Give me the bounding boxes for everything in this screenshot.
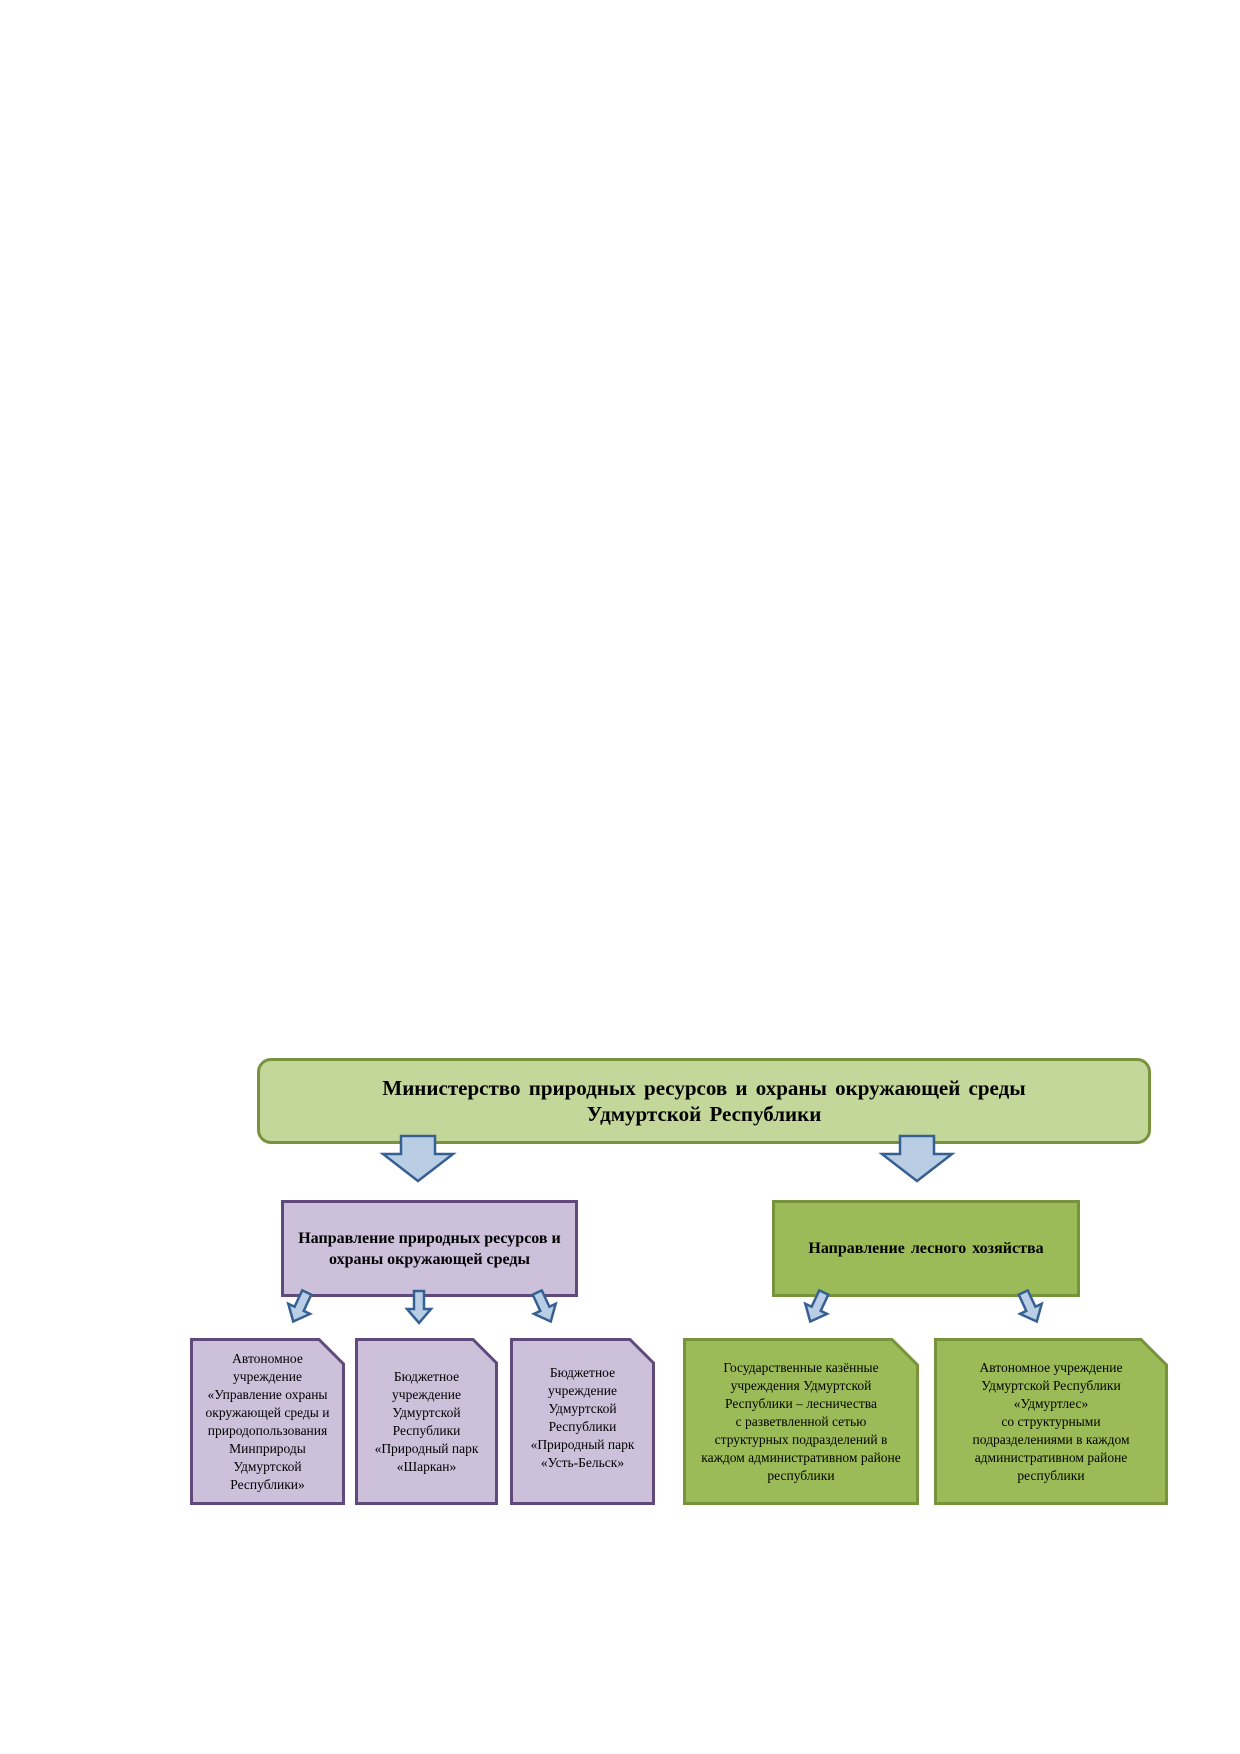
institution-au-udmurtles: Автономное учреждение Удмуртской Республ… bbox=[934, 1338, 1168, 1505]
arrow-down-left-icon bbox=[803, 1288, 831, 1324]
arrow-down-icon bbox=[379, 1134, 457, 1183]
institution-gku-forestry: Государственные казённые учреждения Удму… bbox=[683, 1338, 919, 1505]
institution-au-management-label: Автономное учреждение «Управление охраны… bbox=[205, 1350, 330, 1492]
folded-card-shape bbox=[683, 1338, 919, 1505]
folded-card-shape bbox=[510, 1338, 655, 1505]
institution-bu-sharkan-label: Бюджетное учреждение Удмуртской Республи… bbox=[374, 1368, 479, 1474]
arrow-down-right-icon bbox=[1016, 1288, 1044, 1324]
institution-gku-forestry-label: Государственные казённые учреждения Удму… bbox=[701, 1359, 901, 1483]
institution-bu-ust-belsk-label: Бюджетное учреждение Удмуртской Республи… bbox=[530, 1365, 635, 1470]
institution-bu-ust-belsk: Бюджетное учреждение Удмуртской Республи… bbox=[510, 1338, 655, 1505]
ministry-title: Министерство природных ресурсов и охраны… bbox=[382, 1076, 1026, 1126]
institution-au-management: Автономное учреждение «Управление охраны… bbox=[190, 1338, 345, 1505]
institution-bu-sharkan: Бюджетное учреждение Удмуртской Республи… bbox=[355, 1338, 498, 1505]
arrow-down-icon bbox=[878, 1134, 956, 1183]
branch-nature-box: Направление природных ресурсов и охраны … bbox=[281, 1200, 578, 1297]
arrow-down-left-icon bbox=[286, 1288, 314, 1324]
folded-card-shape bbox=[934, 1338, 1168, 1505]
institution-au-udmurtles-label: Автономное учреждение Удмуртской Республ… bbox=[972, 1359, 1130, 1483]
ministry-box: Министерство природных ресурсов и охраны… bbox=[257, 1058, 1151, 1144]
branch-forest-label: Направление лесного хозяйства bbox=[808, 1240, 1044, 1257]
folded-card-shape bbox=[355, 1338, 498, 1505]
folded-card-shape bbox=[190, 1338, 345, 1505]
branch-nature-label: Направление природных ресурсов и охраны … bbox=[298, 1229, 561, 1268]
arrow-down-right-icon bbox=[530, 1288, 558, 1324]
arrow-down-icon bbox=[404, 1289, 434, 1325]
branch-forest-box: Направление лесного хозяйства bbox=[772, 1200, 1080, 1297]
